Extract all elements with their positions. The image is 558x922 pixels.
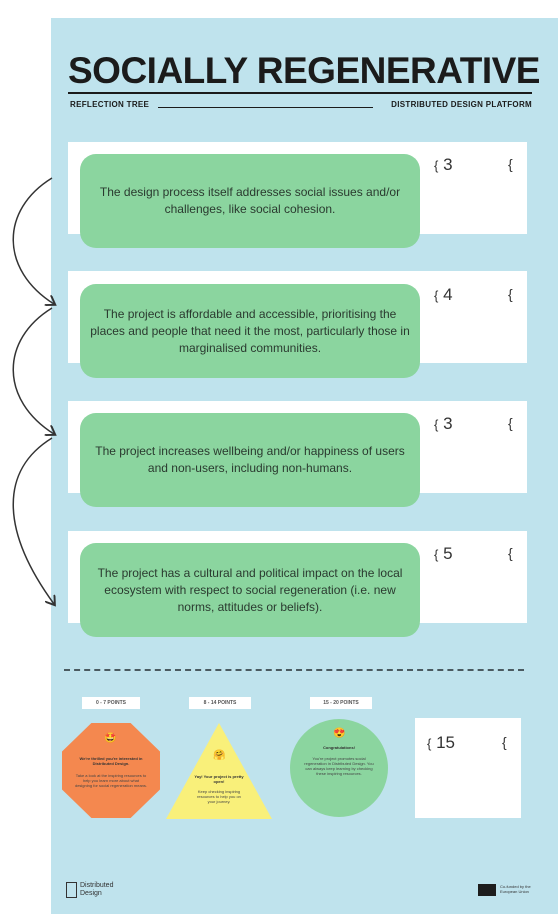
criterion-statement-3: The project increases wellbeing and/or h… [80,413,420,507]
criterion-statement-1: The design process itself addresses soci… [80,154,420,248]
result-mid-body: Keep checking inspiring resources to hel… [197,789,241,804]
score-value: 4 [443,285,453,304]
criterion-statement-4: The project has a cultural and political… [80,543,420,637]
footer-logo-text: Distributed Design [80,882,113,898]
arrow-3-to-4 [12,437,54,604]
score-brace-icon: { [508,545,513,561]
eu-cofunded-text: Co-funded by the European Union [500,884,531,894]
score-value: 3 [443,414,453,433]
title-underline [68,92,532,94]
score-brace-icon: { [508,415,513,431]
result-low-body: Take a look at the inspiring resources t… [74,773,148,788]
score-value: 3 [443,155,453,174]
result-low-heading: We're thrilled you're interested in Dist… [79,756,143,766]
logo-line-2: Design [80,890,102,897]
points-range-low: 0 - 7 POINTS [82,697,140,709]
arrow-2-to-3 [12,307,54,434]
distributed-design-logo-icon [66,882,77,898]
criterion-score-1[interactable]: { 3 [434,155,453,175]
hugging-emoji-icon: 🤗 [213,750,226,761]
points-range-high: 15 - 20 POINTS [310,697,372,709]
section-divider [64,669,524,671]
total-score-panel [415,718,521,818]
subtitle-platform: DISTRIBUTED DESIGN PLATFORM [391,100,532,109]
score-brace-icon: { [434,288,439,303]
criterion-statement-2: The project is affordable and accessible… [80,284,420,378]
result-circle-high [290,719,388,817]
flow-arrows [12,177,80,610]
score-brace-icon: { [427,736,432,751]
subtitle-reflection-tree: REFLECTION TREE [70,100,150,109]
subtitle-divider [158,107,373,108]
criterion-score-3[interactable]: { 3 [434,414,453,434]
heart-eyes-emoji-icon: 😍 [333,728,346,739]
criterion-score-4[interactable]: { 5 [434,544,453,564]
logo-line-1: Distributed [80,882,114,889]
score-brace-icon: { [434,158,439,173]
score-brace-icon: { [508,286,513,302]
points-range-mid: 8 - 14 POINTS [189,697,251,709]
eu-flag-icon [478,884,496,896]
result-mid-heading: Yay! Your project is pretty open! [194,774,244,784]
total-score-value: 15 [436,733,455,752]
score-brace-icon: { [434,547,439,562]
result-octagon-low [62,723,160,818]
total-score[interactable]: { 15 [427,733,455,753]
criterion-score-2[interactable]: { 4 [434,285,453,305]
arrow-1-to-2 [12,177,54,304]
score-value: 5 [443,544,453,563]
score-brace-icon: { [502,734,507,750]
star-eyes-emoji-icon: 🤩 [104,733,117,744]
page-title: SOCIALLY REGENERATIVE [68,50,540,91]
result-high-body: You're project promotes social regenerat… [304,756,374,776]
score-brace-icon: { [508,156,513,172]
result-high-heading: Congratulations! [323,745,355,750]
score-brace-icon: { [434,417,439,432]
